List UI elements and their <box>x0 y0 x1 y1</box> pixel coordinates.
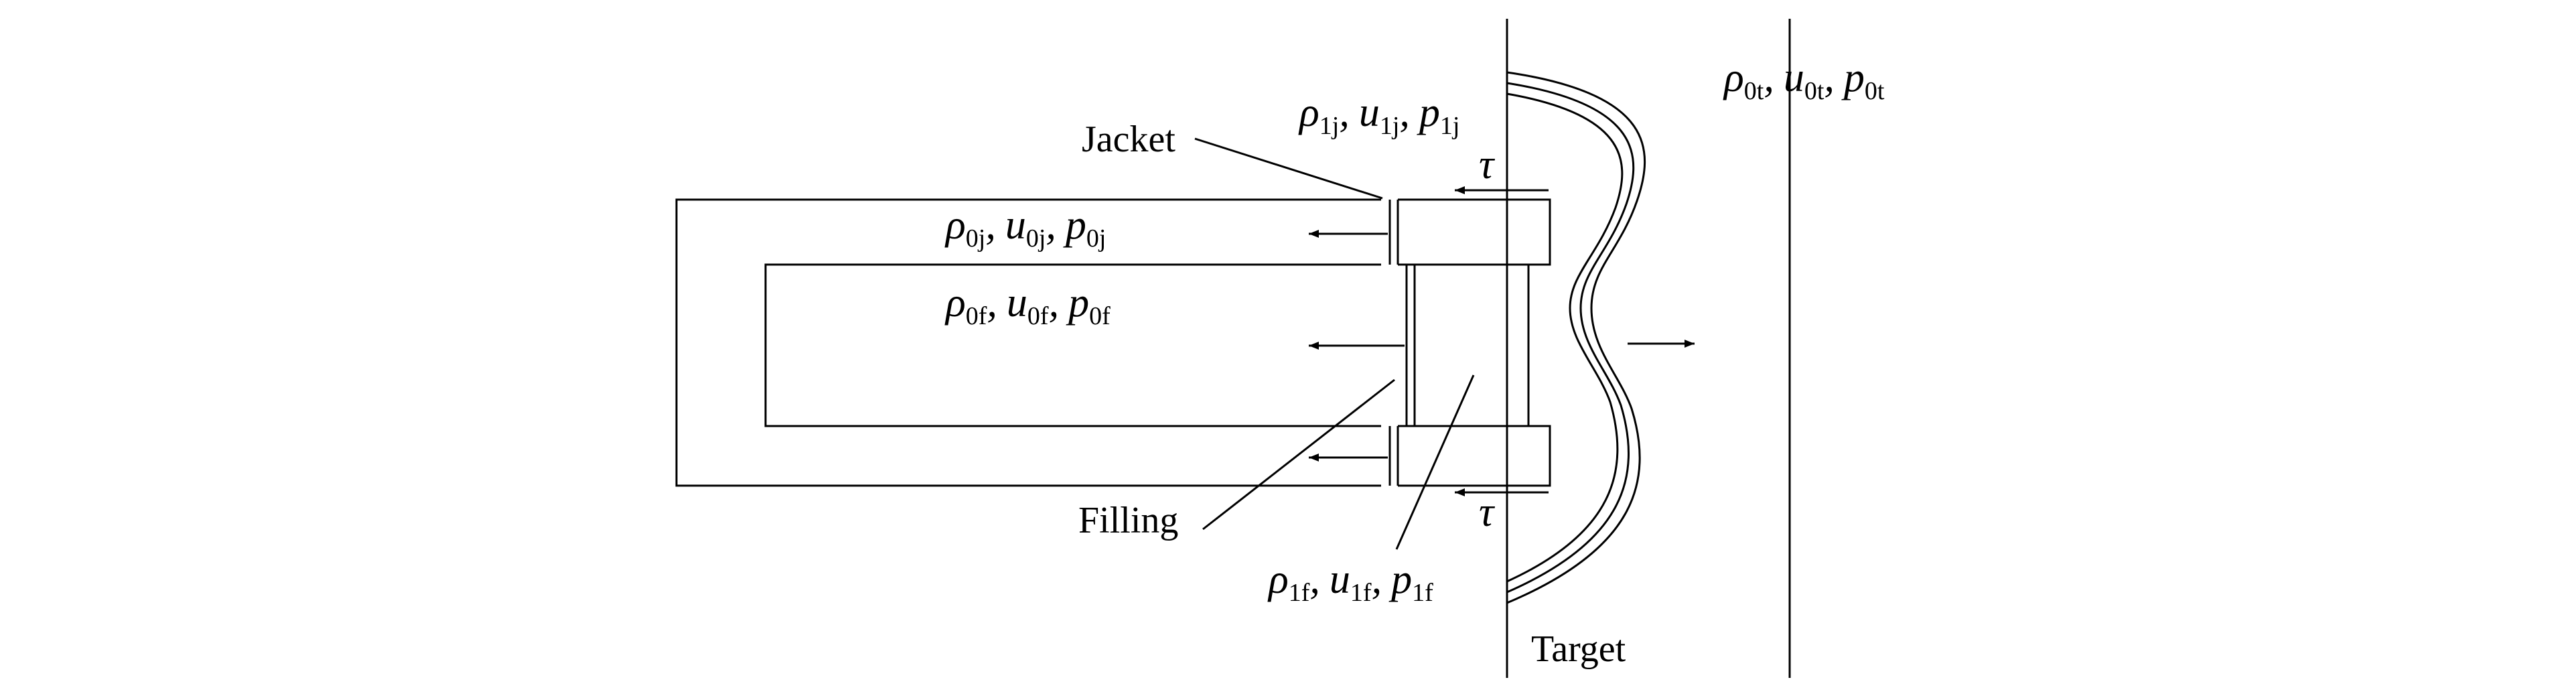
shocked-filling-state-label: ρ1f,u1f,p1f <box>1267 557 1433 607</box>
target-state-label: ρ0t,u0t,p0t <box>1723 55 1885 105</box>
shear-stress-label-bottom: τ <box>1479 490 1496 535</box>
shocked-jacket-region-bottom <box>1398 425 1551 487</box>
jacket-leader-line <box>1194 137 1383 200</box>
jacket-body <box>675 198 1381 487</box>
crater-profile <box>1506 71 1646 604</box>
target-label: Target <box>1531 628 1626 670</box>
shocked-jacket-region-top <box>1398 198 1551 266</box>
jacket-label: Jacket <box>1082 119 1175 160</box>
shocked-jacket-state-label: ρ1j,u1j,p1j <box>1298 90 1459 140</box>
filling-interface-lines <box>1405 265 1416 426</box>
shear-stress-label-top: τ <box>1479 142 1496 188</box>
jacket-interface-lines <box>1388 200 1399 486</box>
filling-leader-line <box>1202 378 1395 531</box>
filling-label: Filling <box>1078 500 1178 541</box>
filling-state-label: ρ0f,u0f,p0f <box>944 280 1111 330</box>
shocked-filling-leader-line <box>1395 374 1475 550</box>
jacket-state-label: ρ0j,u0j,p0j <box>944 202 1106 253</box>
shocked-filling-region <box>1415 263 1530 427</box>
